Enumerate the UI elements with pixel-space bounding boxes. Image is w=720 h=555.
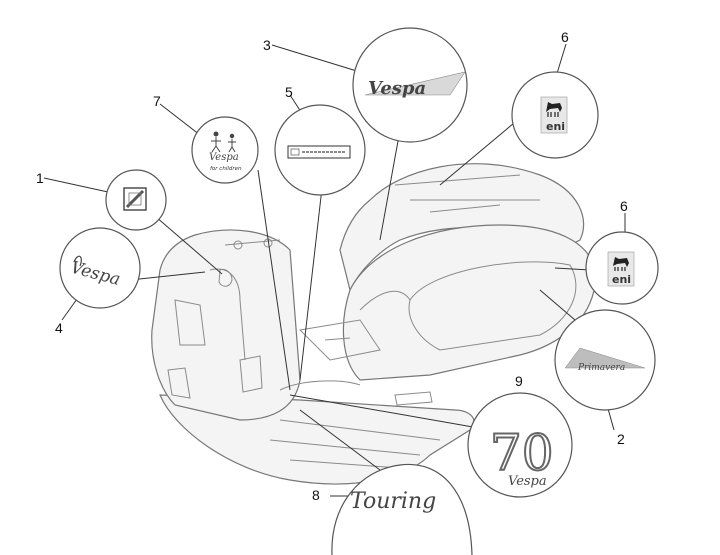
- callout-part-2: Primavera: [554, 309, 656, 411]
- callout-part-8: Touring: [331, 463, 473, 555]
- eni-decal-icon: eni: [607, 251, 635, 287]
- part-number-9: 9: [515, 373, 523, 389]
- part-number-3: 3: [263, 37, 271, 53]
- anniversary-70-icon: 70 Vespa: [489, 423, 555, 489]
- part-number-8: 8: [312, 487, 320, 503]
- callout-part-5: [274, 104, 366, 196]
- callout-part-9: 70 Vespa: [467, 392, 573, 498]
- leader-lines: [43, 43, 626, 497]
- square-decal-icon: [123, 187, 147, 211]
- part-number-6-upper: 6: [561, 29, 569, 45]
- scooter-outline-icon: [151, 163, 596, 485]
- callout-part-6-upper: eni: [511, 71, 599, 159]
- part-numbers: 1 2 3 4 5 6 6 7 8 9: [36, 29, 628, 503]
- vespa-top-badge-text: Vespa: [368, 78, 426, 99]
- children-figures-icon: [211, 131, 236, 153]
- emblem-subtext: for children: [210, 166, 242, 172]
- part-number-4: 4: [55, 320, 63, 336]
- primavera-badge-text: Primavera: [577, 363, 625, 373]
- eni-text-upper: eni: [546, 120, 565, 133]
- callout-part-3: Vespa: [352, 27, 468, 143]
- callout-part-7: Vespa for children: [191, 116, 259, 184]
- touring-badge-text: Touring: [350, 489, 436, 514]
- emblem-vespa-text: Vespa: [209, 152, 239, 163]
- part-number-2: 2: [617, 431, 625, 447]
- anniversary-vespa-text: Vespa: [508, 474, 547, 489]
- part-number-7: 7: [153, 93, 161, 109]
- callout-part-4: Vespa: [59, 227, 141, 309]
- label-plate-icon: [287, 145, 351, 159]
- callout-part-6-lower: eni: [585, 231, 659, 305]
- part-number-6-lower: 6: [620, 198, 628, 214]
- part-number-5: 5: [285, 84, 293, 100]
- part-number-1: 1: [36, 170, 44, 186]
- callout-part-1: [105, 169, 167, 231]
- anniversary-number: 70: [490, 424, 554, 482]
- eni-decal-icon: eni: [540, 96, 568, 134]
- eni-text-lower: eni: [612, 273, 631, 286]
